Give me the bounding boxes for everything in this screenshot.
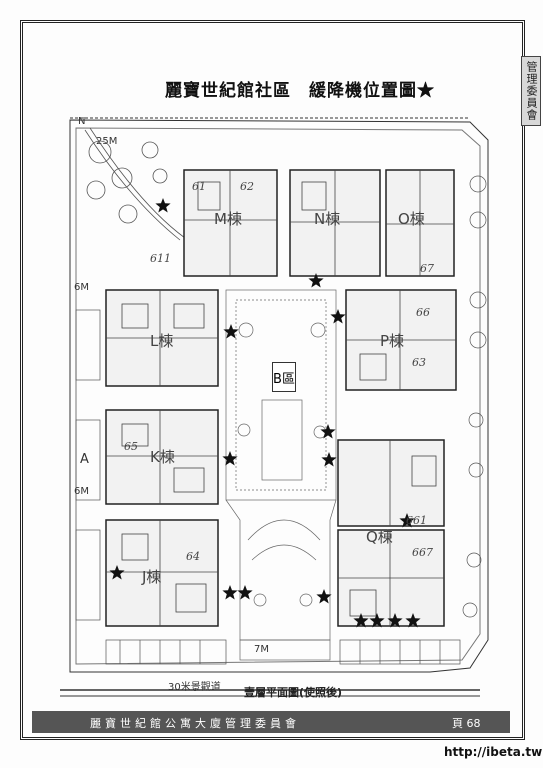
escape-device-star-icon — [405, 613, 421, 628]
escape-device-star-icon — [387, 613, 403, 628]
escape-device-star-icon — [223, 324, 239, 339]
building-n-label: N棟 — [314, 210, 341, 228]
bottom-mark-label: 7M — [254, 644, 269, 655]
side-tab-label: 管理委員會 — [525, 61, 538, 121]
escape-device-star-icon — [330, 309, 346, 324]
left-road-label-top: 6M — [74, 282, 89, 293]
escape-device-star-icon — [316, 589, 332, 604]
building-l-label: L棟 — [150, 332, 174, 350]
top-road-label: 25M — [96, 136, 118, 147]
north-marker-label: N — [78, 116, 86, 127]
center-zone-label: B區 — [272, 362, 296, 392]
escape-device-star-icon — [353, 613, 369, 628]
escape-device-star-icon — [321, 452, 337, 467]
building-k-label: K棟 — [150, 448, 175, 466]
unit-label: 661 — [406, 514, 427, 527]
escape-device-star-icon — [399, 513, 415, 528]
watermark-url: http://ibeta.tw — [444, 745, 543, 759]
left-road-label-mid: A — [80, 452, 89, 467]
escape-device-star-icon — [155, 198, 171, 213]
page-border — [20, 20, 525, 740]
bottom-road-label: 30米景觀道 — [168, 682, 221, 693]
unit-label: 67 — [420, 262, 434, 275]
building-q-label: Q棟 — [366, 528, 393, 546]
building-m-label: M棟 — [214, 210, 242, 228]
escape-device-star-icon — [222, 585, 238, 600]
building-p-label: P棟 — [380, 332, 405, 350]
escape-device-star-icon — [237, 585, 253, 600]
side-index-tab: 管理委員會 — [521, 56, 541, 126]
footer-title: 麗寶世紀館公寓大廈管理委員會 — [90, 717, 300, 730]
unit-label: 65 — [124, 440, 138, 453]
unit-label: 61 — [192, 180, 206, 193]
escape-device-star-icon — [369, 613, 385, 628]
left-road-label-bottom: 6M — [74, 486, 89, 497]
footer-page-number: 頁 68 — [452, 717, 481, 730]
unit-label: 62 — [240, 180, 254, 193]
unit-label: 63 — [412, 356, 426, 369]
unit-label: 66 — [416, 306, 430, 319]
escape-device-star-icon — [308, 273, 324, 288]
building-j-label: J棟 — [142, 568, 162, 586]
unit-label: 64 — [186, 550, 200, 563]
escape-device-star-icon — [320, 424, 336, 439]
footer-bar — [32, 711, 510, 733]
escape-device-star-icon — [109, 565, 125, 580]
page-title: 麗寶世紀館社區 緩降機位置圖★ — [165, 81, 435, 101]
unit-label: 667 — [412, 546, 433, 559]
ground-floor-caption: 壹層平面圖(使照後) — [244, 686, 343, 699]
building-o-label: O棟 — [398, 210, 425, 228]
escape-device-star-icon — [222, 451, 238, 466]
unit-label: 611 — [150, 252, 171, 265]
